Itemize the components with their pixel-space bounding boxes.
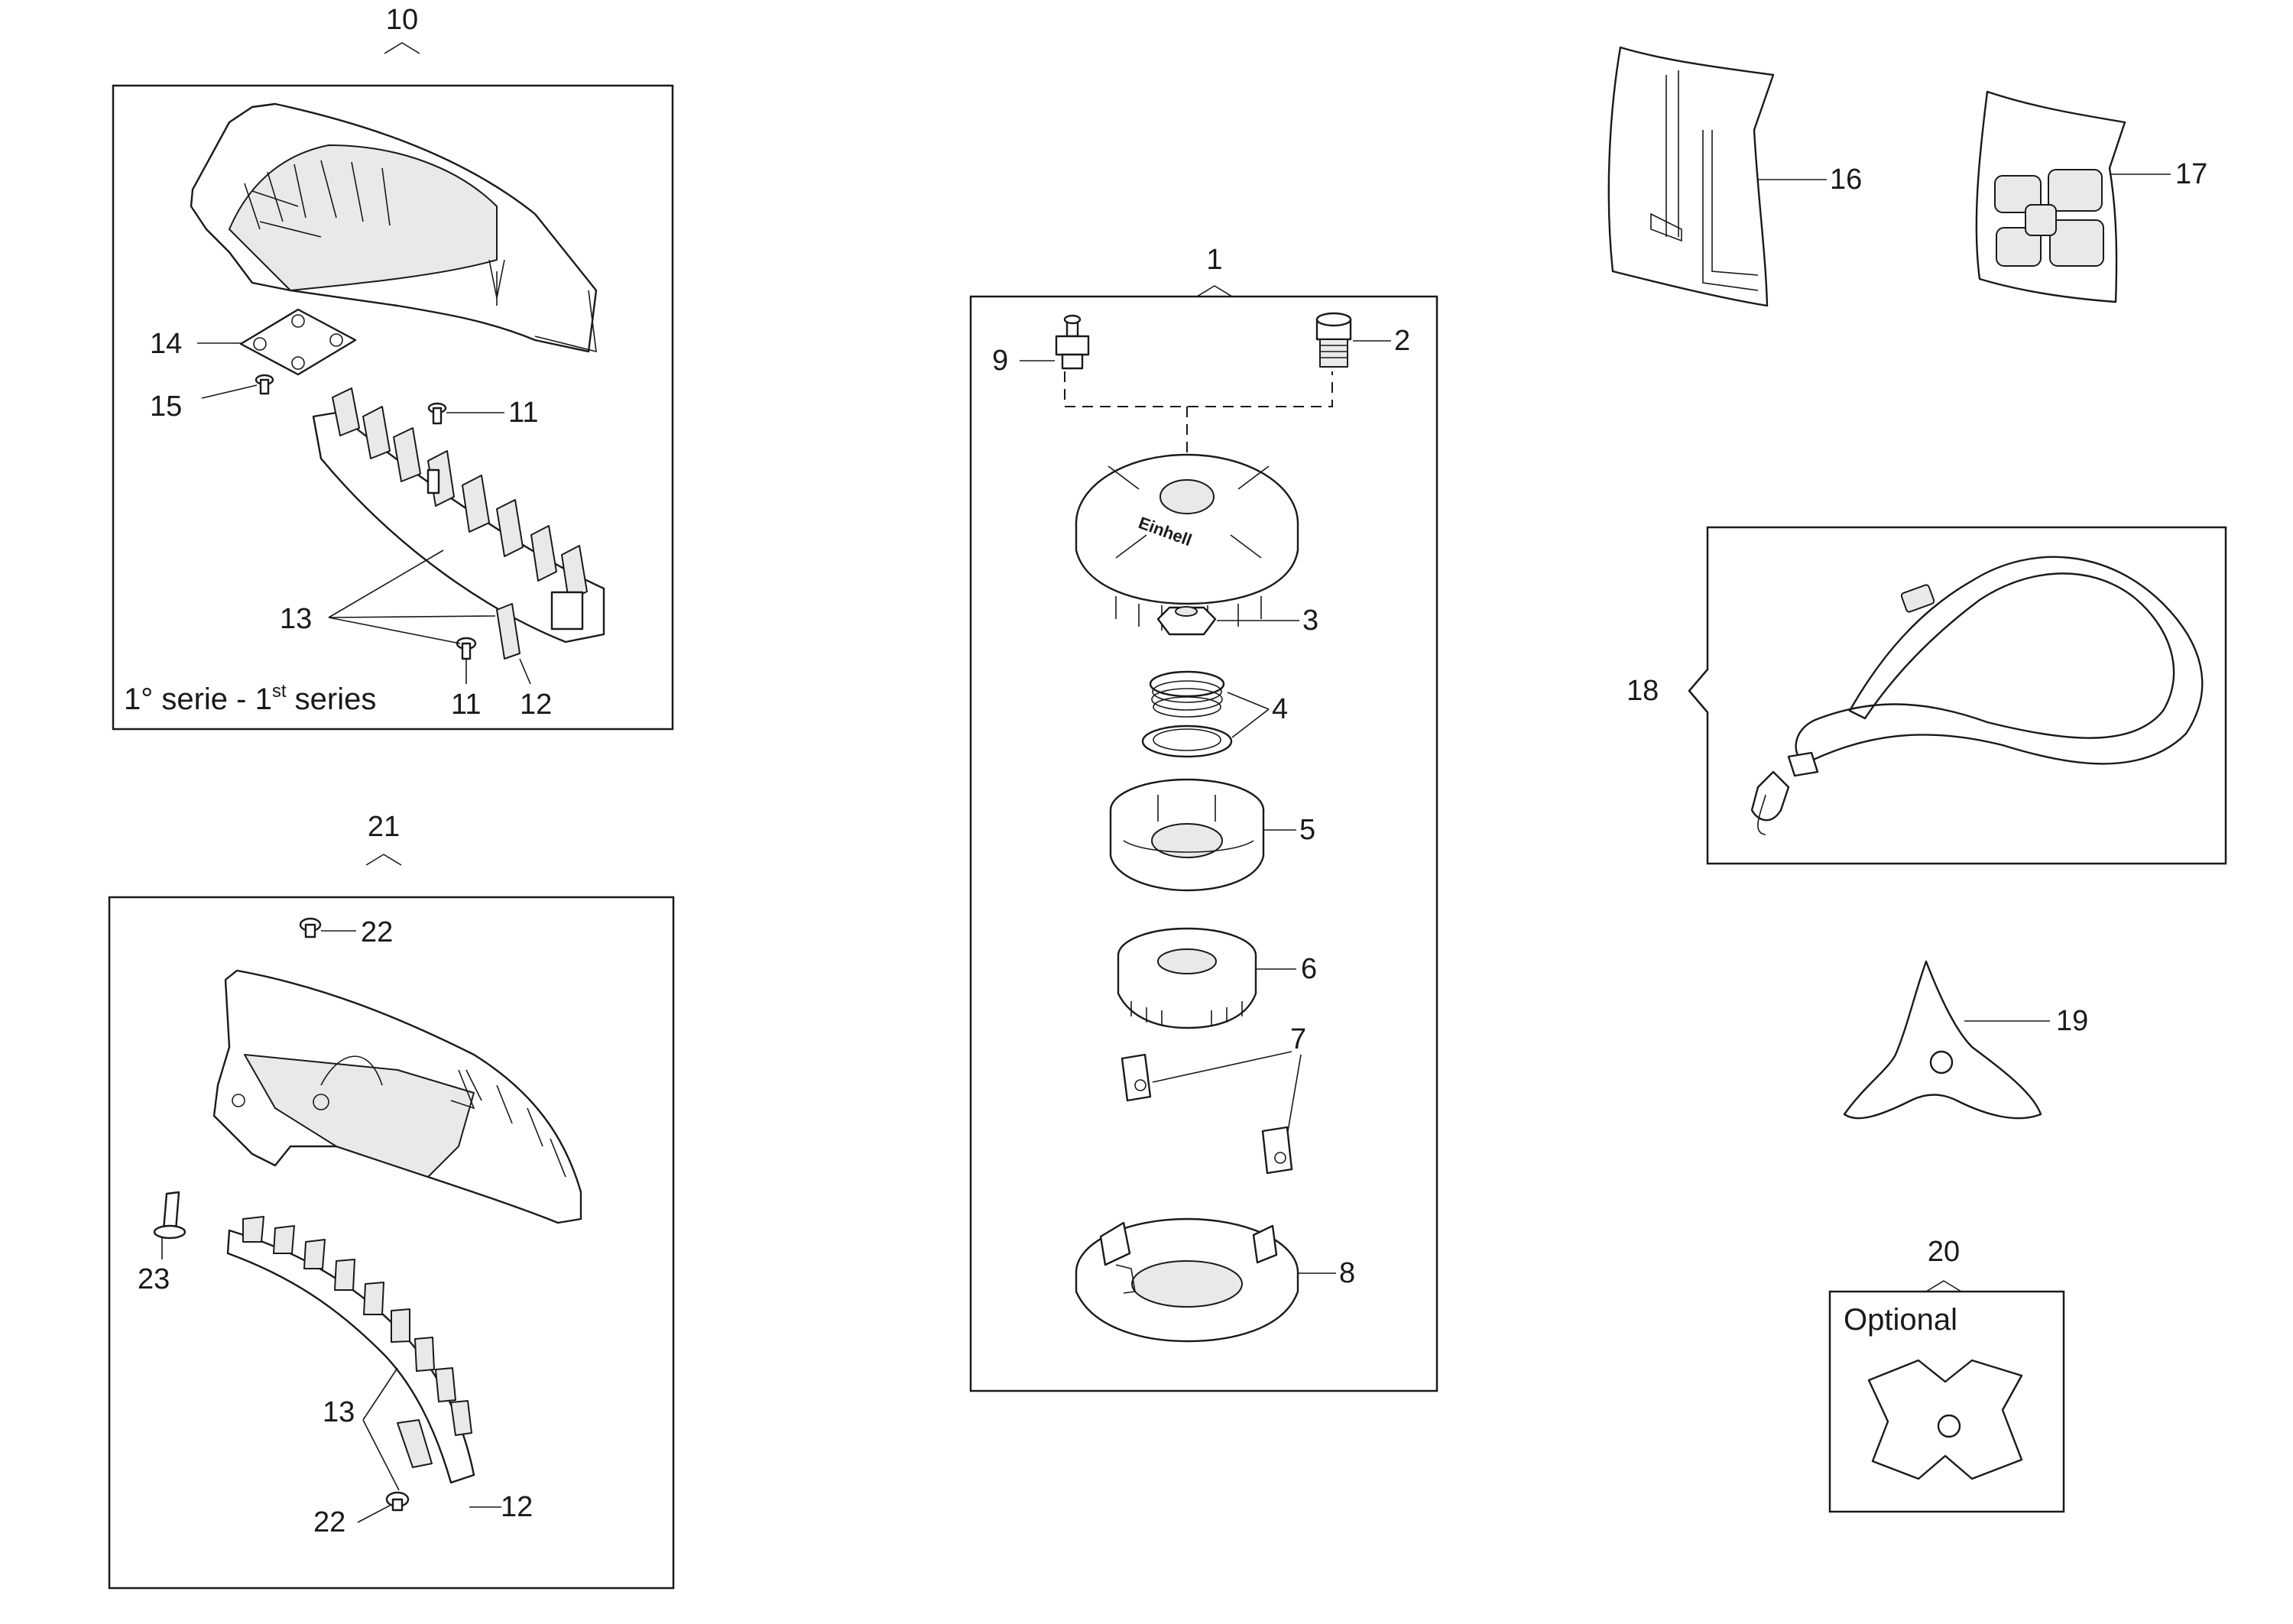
screw-part-11-lower [456, 637, 477, 684]
callout-3: 3 [1302, 605, 1318, 637]
housing-part-6 [1117, 927, 1296, 1029]
plate-part-14 [197, 308, 357, 376]
group-10-guard-1st-series: 10 14 15 [112, 4, 674, 731]
spring-washer-part-4 [1141, 670, 1270, 758]
callout-14: 14 [150, 328, 182, 360]
nut-part-3 [1156, 606, 1299, 636]
callout-1: 1 [1206, 244, 1222, 276]
shoulder-strap-part-18 [1688, 526, 2227, 865]
blade-carrier-part-13-2nd-series [226, 1216, 475, 1484]
grass-guard-part-1st-series [190, 102, 598, 353]
callout-18: 18 [1627, 675, 1659, 707]
callout-13-lower: 13 [323, 1396, 355, 1428]
callout-7: 7 [1290, 1023, 1306, 1055]
adapter-part-9 [1020, 314, 1090, 370]
screw-part-11-upper [427, 402, 504, 425]
callout-22-lower: 22 [313, 1506, 345, 1538]
callout-12-upper: 12 [520, 689, 552, 721]
callout-11-upper: 11 [508, 397, 538, 429]
cutting-knife-part-12-1st-series [496, 603, 531, 685]
optional-label: Optional [1844, 1303, 1957, 1337]
spare-pack-part-17 [1975, 90, 2171, 303]
callout-21: 21 [368, 811, 400, 843]
callout-23: 23 [138, 1263, 170, 1295]
callout-20: 20 [1928, 1236, 1960, 1268]
callout-16: 16 [1830, 164, 1862, 196]
callout-15: 15 [150, 391, 182, 423]
grass-guard-part-2nd-series [212, 969, 582, 1224]
callout-17: 17 [2175, 158, 2207, 190]
callout-8: 8 [1339, 1257, 1355, 1289]
callout-19: 19 [2056, 1005, 2088, 1037]
callout-5: 5 [1299, 814, 1315, 846]
head-cover: Einhell [1075, 453, 1299, 630]
callout-22-upper: 22 [361, 916, 393, 948]
callout-10: 10 [386, 4, 418, 36]
group-21-guard-2nd-series: 21 22 23 [108, 811, 675, 1590]
eyelet-part-7-right [1261, 1054, 1302, 1175]
pin-part-23 [153, 1191, 186, 1259]
callout-2: 2 [1394, 325, 1410, 357]
eyelet-part-7-left [1121, 1051, 1292, 1102]
three-tooth-blade-part-19 [1843, 960, 2050, 1120]
spool-part-5 [1109, 778, 1296, 892]
screw-part-22-upper [299, 917, 356, 938]
callout-11-lower: 11 [451, 689, 481, 721]
series-label: 1° serie - 1st series [124, 681, 376, 716]
callout-13-upper: 13 [280, 603, 312, 635]
callout-12-lower: 12 [501, 1491, 533, 1523]
screw-part-22-lower [357, 1491, 410, 1523]
blade-carrier-part-13-1st-series [312, 387, 605, 643]
screw-part-15 [201, 374, 274, 399]
four-tooth-blade-part-20-optional: 20 Optional [1828, 1236, 2065, 1513]
bottom-cover-part-8 [1075, 1217, 1336, 1343]
callout-4: 4 [1272, 693, 1288, 725]
hex-key-pack-part-16 [1607, 46, 1827, 307]
callout-6: 6 [1301, 953, 1317, 985]
adapter-part-2 [1315, 312, 1391, 368]
callout-9: 9 [992, 345, 1008, 377]
cutting-knife-part-12-2nd-series [397, 1419, 501, 1508]
group-1-trimmer-head: 1 9 2 Einhell [969, 244, 1438, 1392]
